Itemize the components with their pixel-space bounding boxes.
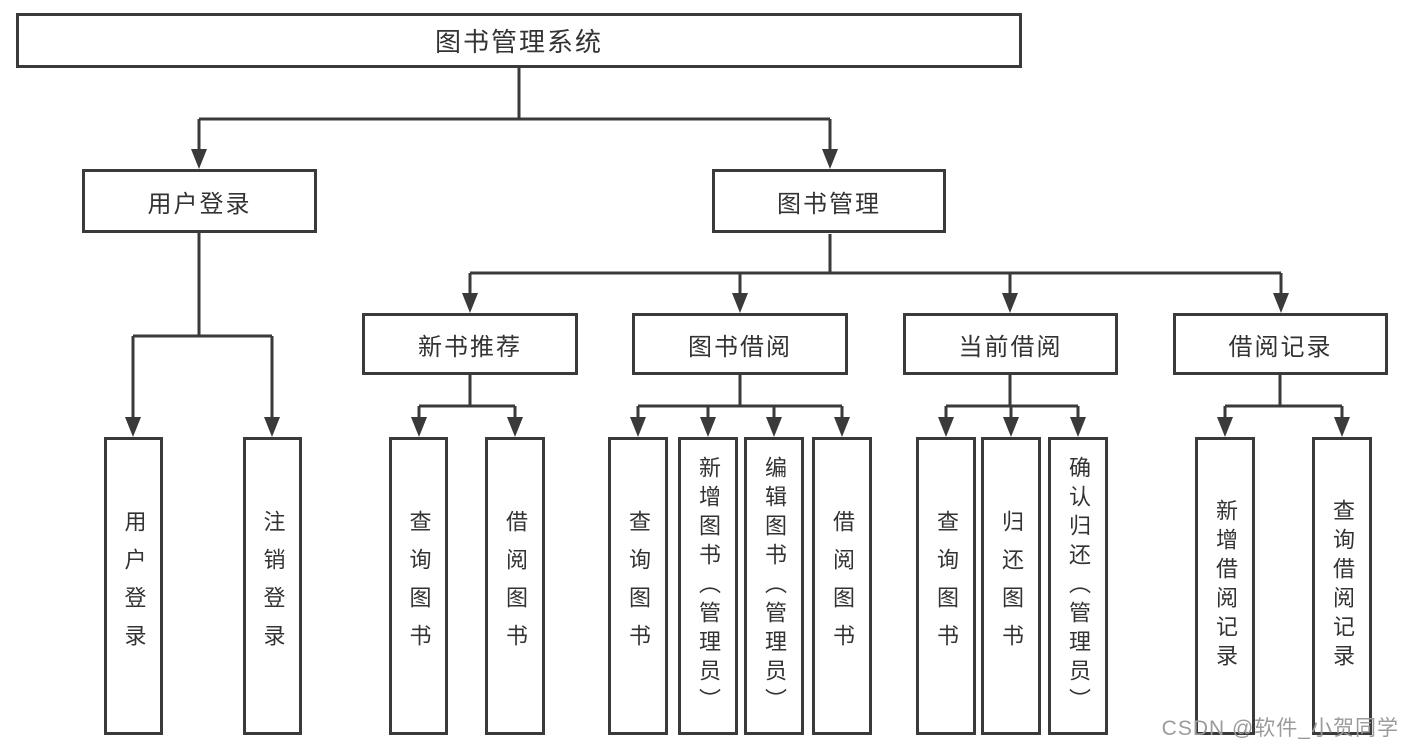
node-label: 当前借阅 <box>958 333 1063 361</box>
node-label: 借阅记录 <box>1228 333 1333 361</box>
node-user-login: 用户登录 <box>82 169 317 233</box>
leaf-label: 注销登录 <box>260 510 286 662</box>
leaf-label: 查询图书 <box>406 510 432 662</box>
leaf-bb-edit-books-admin: 编辑图书（管理员） <box>744 437 804 735</box>
leaf-label: 归还图书 <box>999 510 1024 662</box>
node-label: 新书推荐 <box>418 333 522 361</box>
leaf-label: 新增图书（管理员） <box>696 455 721 717</box>
node-borrow-records: 借阅记录 <box>1173 313 1388 375</box>
leaf-user-login: 用户登录 <box>104 437 163 735</box>
leaf-bb-query-books: 查询图书 <box>608 437 668 735</box>
node-label: 图书管理 <box>777 190 881 218</box>
leaf-label: 查询图书 <box>934 510 959 662</box>
node-label: 图书管理系统 <box>434 27 603 57</box>
leaf-bb-add-books-admin: 新增图书（管理员） <box>678 437 738 735</box>
leaf-label: 用户登录 <box>121 510 147 662</box>
leaf-logout: 注销登录 <box>243 437 302 735</box>
leaf-label: 借阅图书 <box>830 510 855 662</box>
leaf-label: 新增借阅记录 <box>1213 499 1238 673</box>
leaf-label: 查询借阅记录 <box>1330 499 1355 673</box>
leaf-br-query-borrow-record: 查询借阅记录 <box>1312 437 1372 735</box>
leaf-label: 编辑图书（管理员） <box>762 455 787 717</box>
node-current-borrowing: 当前借阅 <box>903 313 1118 375</box>
leaf-label: 确认归还（管理员） <box>1066 455 1091 717</box>
leaf-nbr-query-books: 查询图书 <box>389 437 448 735</box>
leaf-cb-query-books: 查询图书 <box>916 437 976 735</box>
node-book-borrowing: 图书借阅 <box>632 313 848 375</box>
leaf-label: 借阅图书 <box>503 510 528 662</box>
node-new-book-recommendation: 新书推荐 <box>362 313 578 375</box>
leaf-cb-confirm-return-admin: 确认归还（管理员） <box>1048 437 1108 735</box>
csdn-watermark: CSDN @软件_小贺同学 <box>1161 717 1399 740</box>
leaf-label: 查询图书 <box>626 510 651 662</box>
leaf-cb-return-books: 归还图书 <box>981 437 1041 735</box>
leaf-br-add-borrow-record: 新增借阅记录 <box>1195 437 1255 735</box>
node-label: 用户登录 <box>147 190 252 218</box>
node-library-system: 图书管理系统 <box>16 13 1022 68</box>
leaf-bb-borrow-books: 借阅图书 <box>812 437 872 735</box>
node-book-management: 图书管理 <box>712 169 946 233</box>
node-label: 图书借阅 <box>688 333 792 361</box>
leaf-nbr-borrow-books: 借阅图书 <box>485 437 545 735</box>
arrowheads <box>125 149 1350 437</box>
